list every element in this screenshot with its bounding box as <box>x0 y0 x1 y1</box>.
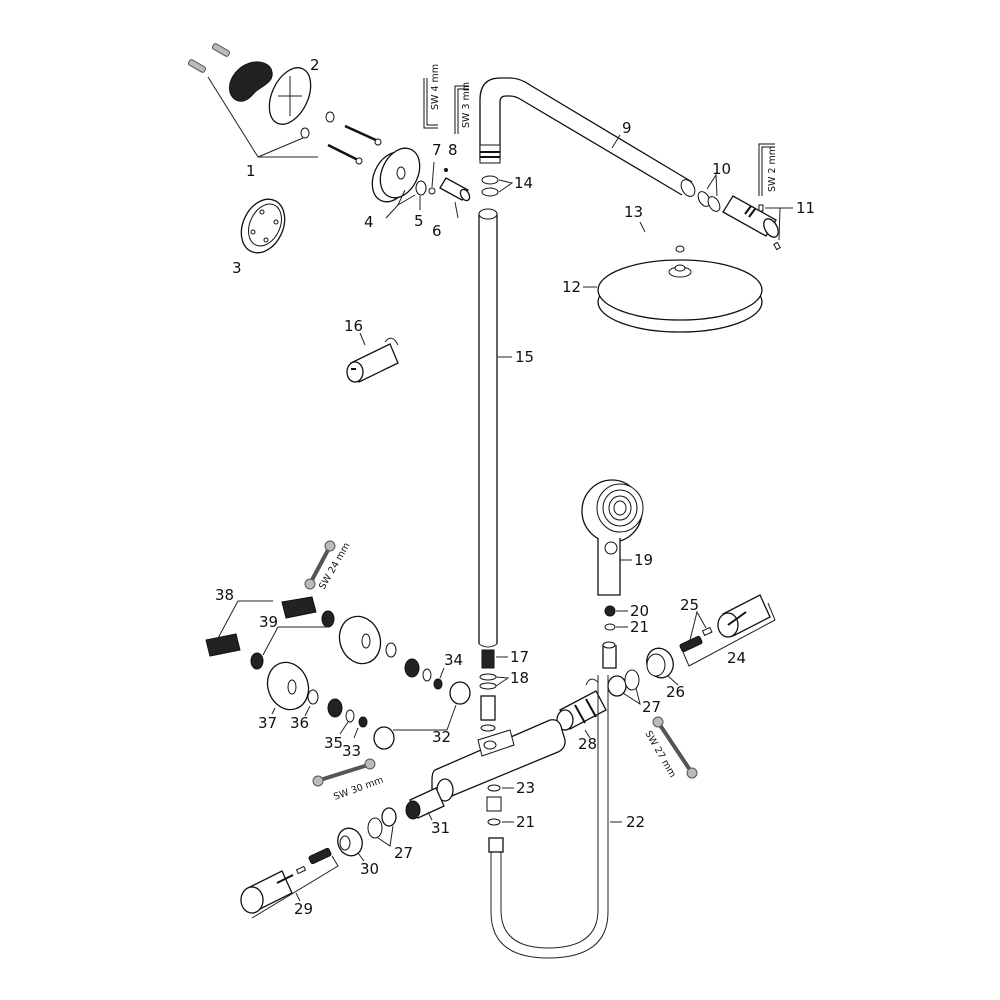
o-ring-5 <box>415 180 427 196</box>
label-part-23: 23 <box>516 779 535 797</box>
tool-label-sw30: SW 30 mm <box>332 775 385 803</box>
set-screw-8 <box>444 168 448 172</box>
wall-mount-group <box>187 43 471 254</box>
shower-arm-9 <box>479 77 696 197</box>
tool-label-sw2: SW 2 mm <box>767 146 778 192</box>
label-part-28: 28 <box>578 735 597 753</box>
seals-18 <box>479 673 510 690</box>
label-part-16: 16 <box>344 317 363 335</box>
wall-plug-1 <box>187 43 231 73</box>
part-30 <box>337 827 365 862</box>
check-valve-33 <box>353 716 368 739</box>
set-screws-11 <box>758 204 793 251</box>
label-part-8: 8 <box>448 141 458 159</box>
label-part-26: 26 <box>666 683 685 701</box>
shower-hose-22 <box>488 675 622 959</box>
label-part-37: 37 <box>258 714 277 732</box>
eccentric-35 <box>327 658 432 735</box>
label-part-29: 29 <box>294 900 313 918</box>
tool-label-sw27: SW 27 mm <box>642 729 678 780</box>
handle-24 <box>679 594 776 667</box>
label-part-39: 39 <box>259 613 278 631</box>
hex-key-2mm: SW 2 mm <box>758 143 778 196</box>
sleeve-6 <box>439 177 471 202</box>
label-part-14: 14 <box>514 174 533 192</box>
cartridge-28 <box>556 678 607 739</box>
label-part-21-top: 21 <box>630 618 649 636</box>
wrench-27mm: SW 27 mm <box>642 716 698 780</box>
part-26 <box>646 647 679 686</box>
label-part-6: 6 <box>432 222 442 240</box>
label-part-17: 17 <box>510 648 529 666</box>
tool-label-sw3: SW 3 mm <box>461 82 472 128</box>
rings-27-right <box>607 669 641 706</box>
hose-connector-sleeve <box>602 641 617 669</box>
label-part-38: 38 <box>215 586 234 604</box>
part-labels: 1 2 3 4 5 6 7 8 9 10 11 12 13 14 15 16 1… <box>215 56 815 918</box>
label-part-25: 25 <box>680 596 699 614</box>
flow-limiter-20 <box>604 605 616 617</box>
overhead-shower-12 <box>583 221 763 333</box>
handle-29 <box>240 847 339 919</box>
label-part-19: 19 <box>634 551 653 569</box>
label-part-20: 20 <box>630 602 649 620</box>
label-part-3: 3 <box>232 259 242 277</box>
rosette-4 <box>371 147 421 203</box>
label-part-5: 5 <box>414 212 424 230</box>
thermostat-body <box>431 719 566 802</box>
cover-plate-3 <box>240 198 286 254</box>
label-part-10: 10 <box>712 160 731 178</box>
shower-holder-16 <box>346 332 399 383</box>
label-part-33: 33 <box>342 742 361 760</box>
wrench-24mm: SW 24 mm <box>304 540 353 592</box>
label-part-4: 4 <box>364 213 374 231</box>
filter-17 <box>481 649 508 669</box>
o-rings-14 <box>481 175 514 197</box>
label-part-7: 7 <box>432 141 442 159</box>
label-part-27-left: 27 <box>394 844 413 862</box>
wall-gasket <box>229 61 273 102</box>
rings-27-left <box>367 807 397 847</box>
washer-21-bottom <box>487 818 501 826</box>
washer-36 <box>307 689 319 705</box>
label-part-9: 9 <box>622 119 632 137</box>
rosettes-37 <box>266 615 382 715</box>
hex-key-4mm: SW 4 mm <box>423 64 441 129</box>
label-part-12: 12 <box>562 278 581 296</box>
nipple-connector <box>480 695 496 721</box>
hand-shower-19 <box>581 479 644 596</box>
mounting-plate-2 <box>268 67 312 125</box>
s-union-38 <box>205 596 317 657</box>
label-part-1: 1 <box>246 162 256 180</box>
seals-39 <box>250 610 335 670</box>
label-part-13: 13 <box>624 203 643 221</box>
washer-23 <box>487 784 501 792</box>
label-part-30: 30 <box>360 860 379 878</box>
part-7 <box>428 187 436 195</box>
label-part-35: 35 <box>324 734 343 752</box>
label-part-11: 11 <box>796 199 815 217</box>
label-part-18: 18 <box>510 669 529 687</box>
label-part-32: 32 <box>432 728 451 746</box>
label-part-34: 34 <box>444 651 463 669</box>
union-nut-32 <box>373 681 471 750</box>
label-part-21-bottom: 21 <box>516 813 535 831</box>
check-valve-34 <box>433 667 445 690</box>
riser-pipe-15 <box>478 208 512 648</box>
hex-key-3mm: SW 3 mm <box>454 82 472 134</box>
o-rings-10 <box>697 173 721 212</box>
label-part-27-right: 27 <box>642 698 661 716</box>
washer-21-top <box>604 623 616 631</box>
thermostat-cartridge-31 <box>405 787 445 821</box>
arm-connector <box>722 195 779 238</box>
hose-nut <box>486 796 502 812</box>
label-part-22: 22 <box>626 813 645 831</box>
wrench-30mm: SW 30 mm <box>312 758 385 803</box>
label-part-31: 31 <box>431 819 450 837</box>
label-part-36: 36 <box>290 714 309 732</box>
label-part-24: 24 <box>727 649 746 667</box>
label-part-2: 2 <box>310 56 320 74</box>
label-part-15: 15 <box>515 348 534 366</box>
tool-label-sw4: SW 4 mm <box>430 64 441 110</box>
